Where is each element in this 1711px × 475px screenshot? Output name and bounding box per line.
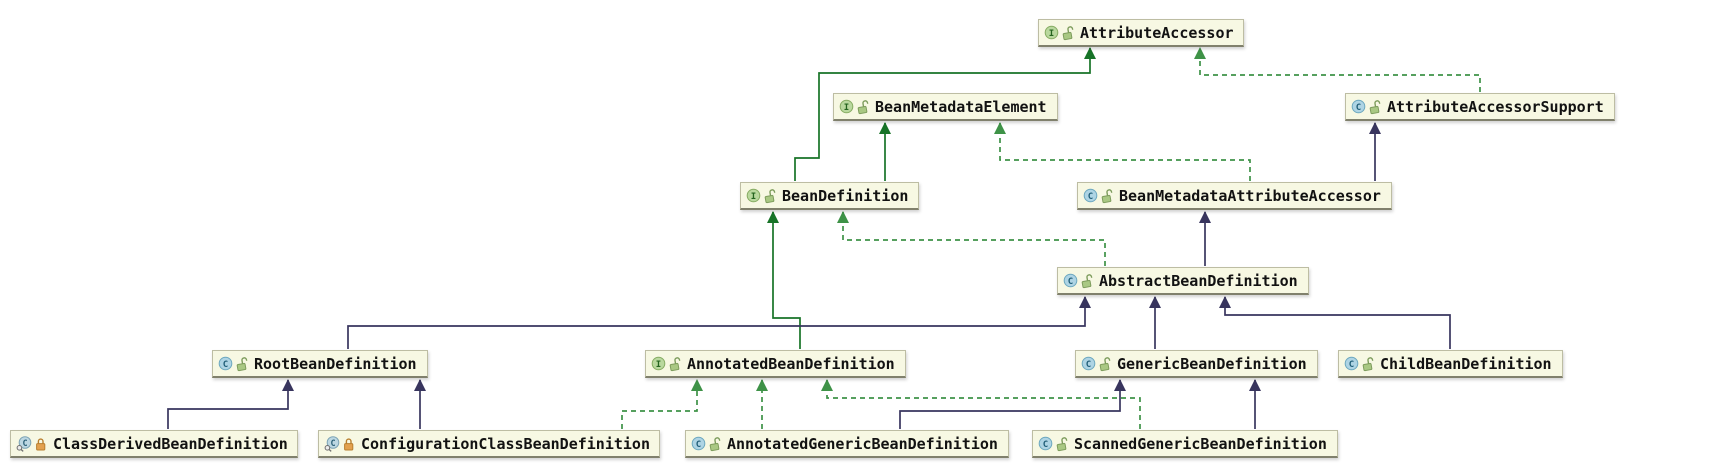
interface-icon: I: [1044, 25, 1059, 40]
class-name-label: AbstractBeanDefinition: [1099, 271, 1298, 290]
public-lock-icon: [1062, 25, 1074, 40]
edge-classDerivedBeanDefinition-extends-rootBeanDefinition: [167, 379, 294, 429]
public-lock-icon: [669, 356, 681, 371]
class-node-ScannedGenericBeanDefinition[interactable]: C ScannedGenericBeanDefinition: [1032, 430, 1338, 458]
class-icon: C: [1081, 356, 1096, 371]
class-name-label: ChildBeanDefinition: [1380, 354, 1552, 373]
class-node-ChildBeanDefinition[interactable]: C ChildBeanDefinition: [1338, 350, 1563, 378]
public-lock-icon: [236, 356, 248, 371]
class-node-AbstractBeanDefinition[interactable]: C AbstractBeanDefinition: [1057, 267, 1309, 295]
class-name-label: ScannedGenericBeanDefinition: [1074, 434, 1327, 453]
class-icon: C: [1038, 436, 1053, 451]
class-node-AttributeAccessorSupport[interactable]: C AttributeAccessorSupport: [1345, 93, 1615, 121]
class-name-label: ClassDerivedBeanDefinition: [53, 434, 288, 453]
svg-text:C: C: [1349, 360, 1354, 370]
public-lock-icon: [1099, 356, 1111, 371]
svg-text:I: I: [1049, 29, 1054, 39]
class-icon: C: [218, 356, 233, 371]
svg-text:C: C: [223, 360, 228, 370]
svg-text:C: C: [696, 440, 701, 450]
edge-scannedGenericBeanDefinition-implements-annotatedBeanDefinition: [821, 379, 1141, 429]
class-node-ConfigurationClassBeanDefinition[interactable]: C ConfigurationClassBeanDefinition: [318, 430, 660, 458]
class-name-label: AttributeAccessorSupport: [1387, 97, 1604, 116]
inner-class-icon: C: [16, 435, 32, 452]
class-name-label: ConfigurationClassBeanDefinition: [361, 434, 650, 453]
svg-text:C: C: [1356, 103, 1361, 113]
inner-class-icon: C: [324, 435, 340, 452]
public-lock-icon: [1362, 356, 1374, 371]
public-lock-icon: [1369, 99, 1381, 114]
interface-icon: I: [839, 99, 854, 114]
svg-text:I: I: [751, 192, 756, 202]
class-node-BeanMetadataAttributeAccessor[interactable]: C BeanMetadataAttributeAccessor: [1077, 182, 1392, 210]
class-name-label: BeanMetadataAttributeAccessor: [1119, 186, 1381, 205]
svg-text:I: I: [656, 360, 661, 370]
public-lock-icon: [857, 99, 869, 114]
private-lock-icon: [35, 437, 47, 451]
class-name-label: AnnotatedBeanDefinition: [687, 354, 895, 373]
svg-text:I: I: [844, 103, 849, 113]
class-node-ClassDerivedBeanDefinition[interactable]: C ClassDerivedBeanDefinition: [10, 430, 298, 458]
class-node-AttributeAccessor[interactable]: I AttributeAccessor: [1038, 19, 1244, 47]
interface-icon: I: [746, 188, 761, 203]
class-name-label: AnnotatedGenericBeanDefinition: [727, 434, 998, 453]
svg-text:C: C: [1086, 360, 1091, 370]
class-name-label: GenericBeanDefinition: [1117, 354, 1307, 373]
public-lock-icon: [1056, 436, 1068, 451]
svg-text:C: C: [22, 438, 27, 448]
interface-icon: I: [651, 356, 666, 371]
class-node-BeanDefinition[interactable]: I BeanDefinition: [740, 182, 919, 210]
class-icon: C: [1083, 188, 1098, 203]
class-icon: C: [1063, 273, 1078, 288]
class-name-label: AttributeAccessor: [1080, 23, 1234, 42]
svg-text:C: C: [1088, 192, 1093, 202]
svg-text:C: C: [1068, 277, 1073, 287]
edge-abstractBeanDefinition-implements-beanDefinition: [837, 211, 1106, 266]
edge-annotatedBeanDefinition-extends-beanDefinition: [767, 211, 801, 349]
class-icon: C: [1344, 356, 1359, 371]
svg-text:C: C: [330, 438, 335, 448]
class-node-AnnotatedBeanDefinition[interactable]: I AnnotatedBeanDefinition: [645, 350, 906, 378]
public-lock-icon: [764, 188, 776, 203]
class-icon: C: [1351, 99, 1366, 114]
class-name-label: RootBeanDefinition: [254, 354, 417, 373]
class-icon: C: [691, 436, 706, 451]
class-node-AnnotatedGenericBeanDefinition[interactable]: C AnnotatedGenericBeanDefinition: [685, 430, 1009, 458]
edge-annotatedGenericBeanDefinition-extends-genericBeanDefinition: [899, 379, 1126, 429]
class-node-GenericBeanDefinition[interactable]: C GenericBeanDefinition: [1075, 350, 1318, 378]
public-lock-icon: [1081, 273, 1093, 288]
class-name-label: BeanMetadataElement: [875, 97, 1047, 116]
public-lock-icon: [1101, 188, 1113, 203]
edge-rootBeanDefinition-extends-abstractBeanDefinition: [347, 296, 1091, 349]
edge-configurationClassBeanDefinition-implements-annotatedBeanDefinition: [621, 379, 703, 429]
edge-beanMetadataAttributeAccessor-implements-beanMetadataElement: [994, 122, 1251, 181]
class-node-RootBeanDefinition[interactable]: C RootBeanDefinition: [212, 350, 428, 378]
private-lock-icon: [343, 437, 355, 451]
edge-attributeAccessorSupport-implements-attributeAccessor: [1194, 47, 1481, 92]
class-node-BeanMetadataElement[interactable]: I BeanMetadataElement: [833, 93, 1058, 121]
public-lock-icon: [709, 436, 721, 451]
svg-text:C: C: [1043, 440, 1048, 450]
edge-childBeanDefinition-extends-abstractBeanDefinition: [1219, 296, 1451, 349]
class-name-label: BeanDefinition: [782, 186, 909, 205]
